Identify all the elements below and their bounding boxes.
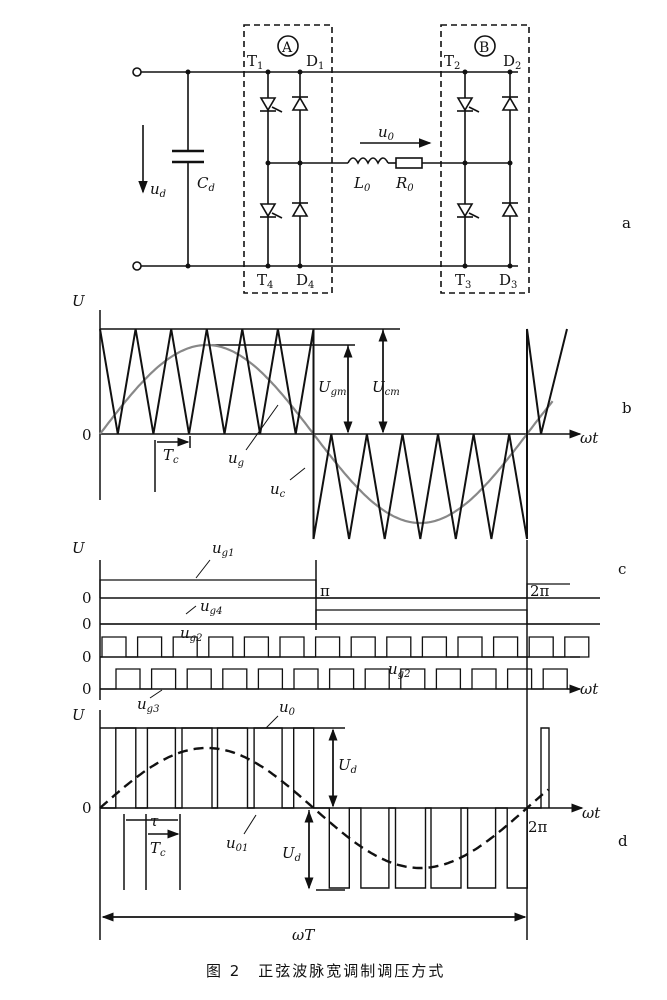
ud-label: ud — [150, 180, 166, 200]
panel-a-letter: a — [622, 214, 631, 232]
circuit-diagram — [132, 24, 530, 294]
panel-d-letter: d — [618, 832, 628, 850]
t2-label: T2 — [444, 52, 460, 72]
r0-label: R0 — [395, 174, 414, 194]
d3-label: D3 — [499, 271, 517, 291]
panel-c-letter: c — [618, 560, 626, 578]
gate-ug2-pulses — [100, 636, 590, 658]
carrier-triangle-uc — [99, 328, 568, 540]
cd-label: Cd — [197, 174, 215, 194]
panel-c-zero-4: 0 — [82, 680, 92, 698]
t2-thyristor-icon — [456, 97, 480, 113]
figure-caption: 图 2 正弦波脉宽调制调压方式 — [206, 962, 445, 980]
t1-label: T1 — [247, 52, 263, 72]
u01-label: u01 — [226, 834, 248, 854]
fundamental-u01 — [99, 746, 550, 870]
panel-b-letter: b — [622, 399, 632, 417]
panel-d-x-axis: ωt — [582, 804, 601, 822]
tc-label-d: Tc — [150, 839, 166, 859]
uc-leader — [289, 467, 306, 481]
ug4-leader — [185, 605, 197, 615]
d1-diode-icon — [291, 96, 309, 111]
d4-label: D4 — [296, 271, 314, 291]
ug3-leader — [149, 689, 163, 699]
bridge-b-label: B — [479, 40, 489, 56]
gate-ug3-pulses — [100, 668, 570, 690]
u0-leader — [265, 715, 279, 729]
ug3-label: ug3 — [137, 695, 159, 715]
t1-thyristor-icon — [259, 97, 283, 113]
tc-label-b: Tc — [163, 446, 179, 466]
l0-label: L0 — [353, 174, 371, 194]
ug-leader — [245, 404, 279, 451]
terminal-top — [132, 67, 142, 77]
t4-thyristor-icon — [259, 203, 283, 219]
panel-c-zero-2: 0 — [82, 615, 92, 633]
ug-label: ug — [228, 449, 244, 469]
ug1-label: ug1 — [212, 539, 234, 559]
two-pi-label-d: 2π — [528, 818, 548, 836]
ugm-label: Ugm — [318, 378, 347, 398]
d1-label: D1 — [306, 52, 324, 72]
d2-label: D2 — [503, 52, 521, 72]
gate-ug1 — [99, 579, 570, 599]
bridge-b-box — [440, 24, 530, 294]
tau-label: τ — [150, 812, 159, 830]
panel-c-zero-3: 0 — [82, 648, 92, 666]
bridge-b-badge — [474, 35, 496, 57]
ud-top-label: Ud — [338, 756, 357, 776]
d3-diode-icon — [501, 202, 519, 217]
panel-b-x-axis: ωt — [580, 429, 599, 447]
ug1-leader — [195, 559, 211, 579]
panel-d-zero: 0 — [82, 799, 92, 817]
output-voltage-u0 — [100, 727, 550, 889]
pi-label: π — [320, 582, 330, 600]
uc-label: uc — [270, 480, 286, 500]
panel-b-axes — [99, 310, 582, 500]
inductor-l0 — [347, 157, 389, 165]
panel-d-y-axis: U — [72, 706, 86, 724]
ug4-label: ug4 — [200, 597, 222, 617]
switch-symbols — [259, 96, 519, 219]
panel-c-zero-1: 0 — [82, 589, 92, 607]
panel-b-zero: 0 — [82, 426, 92, 444]
panel-d-axes — [99, 700, 584, 940]
ud-bottom-label: Ud — [282, 844, 301, 864]
ug2-label-right: ug2 — [388, 660, 410, 680]
ug2-label-left: ug2 — [180, 624, 202, 644]
bridge-a-label: A — [281, 40, 293, 56]
terminal-bottom — [132, 261, 142, 271]
panel-c-y-axis: U — [72, 539, 86, 557]
ucm-label: Ucm — [372, 378, 400, 398]
t3-label: T3 — [455, 271, 471, 291]
u0-label: u0 — [378, 123, 395, 143]
resistor-r0 — [395, 157, 423, 169]
two-pi-label-c: 2π — [530, 582, 550, 600]
u01-leader — [243, 814, 257, 835]
bridge-a-badge — [277, 35, 299, 57]
period-label: ωT — [292, 926, 315, 944]
t4-label: T4 — [257, 271, 273, 291]
t3-thyristor-icon — [456, 203, 480, 219]
d4-diode-icon — [291, 202, 309, 217]
panel-c-x-axis: ωt — [580, 680, 599, 698]
d2-diode-icon — [501, 96, 519, 111]
panel-b-y-axis: U — [72, 292, 86, 310]
bridge-a-box — [243, 24, 333, 294]
u0-output-label: u0 — [279, 698, 296, 718]
gate-ug4 — [100, 609, 570, 625]
